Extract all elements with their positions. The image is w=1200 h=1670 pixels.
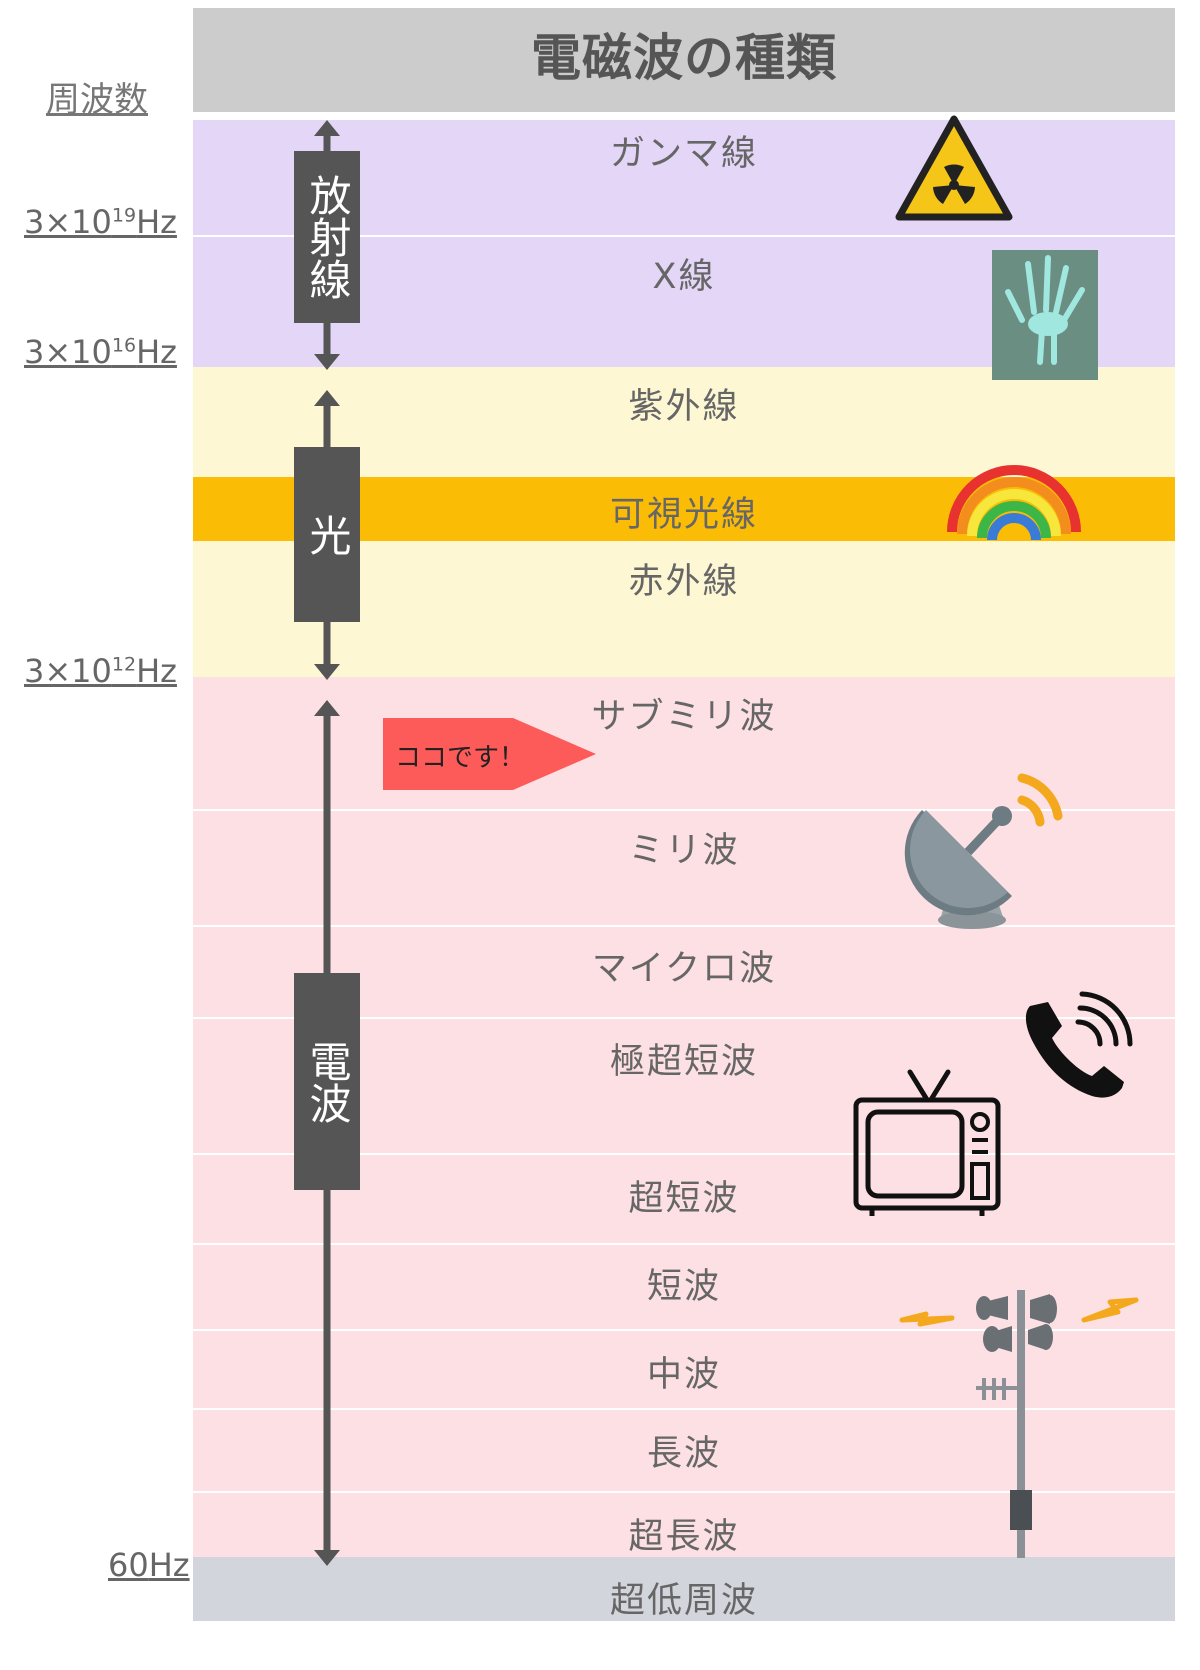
band-label-millimeter: ミリ波 — [628, 831, 740, 871]
frequency-mark-exponent: 16 — [111, 334, 137, 357]
siren-pole-icon — [899, 1290, 1139, 1558]
category-light: 光 — [294, 447, 360, 622]
page-title: 電磁波の種類 — [531, 29, 837, 87]
band-label-ir: 赤外線 — [628, 562, 740, 602]
frequency-mark-mantissa: 3×10 — [24, 652, 112, 690]
divider — [193, 925, 1175, 927]
divider — [193, 235, 1175, 237]
phone-icon — [1025, 991, 1133, 1098]
radiation-icon — [895, 115, 1013, 221]
callout-text: ココです！ — [395, 743, 526, 773]
frequency-mark: 60Hz — [108, 1546, 190, 1584]
frequency-mark: 3×1012Hz — [24, 652, 177, 690]
rainbow-icon — [947, 465, 1081, 541]
frequency-mark-unit: Hz — [136, 203, 177, 241]
divider — [193, 1408, 1175, 1410]
divider — [193, 1153, 1175, 1155]
frequency-mark: 3×1019Hz — [24, 203, 177, 241]
band-label-submillimeter: サブミリ波 — [591, 697, 777, 737]
band-label-vlf: 超長波 — [628, 1517, 740, 1557]
category-label: 電波 — [303, 1039, 352, 1124]
frequency-mark-unit: Hz — [136, 652, 177, 690]
frequency-mark-unit: Hz — [148, 1546, 190, 1584]
tv-icon — [853, 1069, 1001, 1216]
band-label-shortwave: 短波 — [646, 1267, 721, 1307]
category-radiation: 放射線 — [294, 151, 360, 323]
band-label-xray: X線 — [652, 257, 716, 297]
category-label: 光 — [303, 513, 352, 556]
frequency-mark-mantissa: 3×10 — [24, 333, 112, 371]
band-label-microwave: マイクロ波 — [591, 949, 777, 989]
band-label-mediumwave: 中波 — [646, 1355, 721, 1395]
band-label-uv: 紫外線 — [628, 387, 740, 427]
xray-hand-icon — [992, 250, 1098, 380]
callout-pennant — [383, 718, 596, 790]
frequency-mark-exponent: 19 — [111, 204, 137, 227]
band-label-uhf: 極超短波 — [609, 1042, 758, 1082]
divider — [193, 809, 1175, 811]
frequency-mark: 3×1016Hz — [24, 333, 177, 371]
divider — [193, 1329, 1175, 1331]
divider — [193, 1491, 1175, 1493]
band-label-longwave: 長波 — [646, 1434, 721, 1474]
category-label: 放射線 — [303, 174, 352, 300]
band-label-elf: 超低周波 — [609, 1581, 758, 1621]
category-radio: 電波 — [294, 973, 360, 1190]
band-label-vhf: 超短波 — [628, 1179, 740, 1219]
frequency-mark-unit: Hz — [136, 333, 177, 371]
title-bar — [193, 8, 1175, 112]
divider — [193, 1243, 1175, 1245]
frequency-mark-exponent: 12 — [111, 653, 137, 676]
divider — [193, 1017, 1175, 1019]
frequency-mark-mantissa: 3×10 — [24, 203, 112, 241]
band-label-visible: 可視光線 — [609, 495, 758, 535]
satellite-dish-icon — [904, 773, 1063, 929]
band-label-gamma: ガンマ線 — [609, 134, 758, 174]
frequency-axis-label: 周波数 — [46, 80, 148, 120]
frequency-mark-mantissa: 60 — [108, 1546, 149, 1584]
band-elf — [193, 1557, 1175, 1621]
